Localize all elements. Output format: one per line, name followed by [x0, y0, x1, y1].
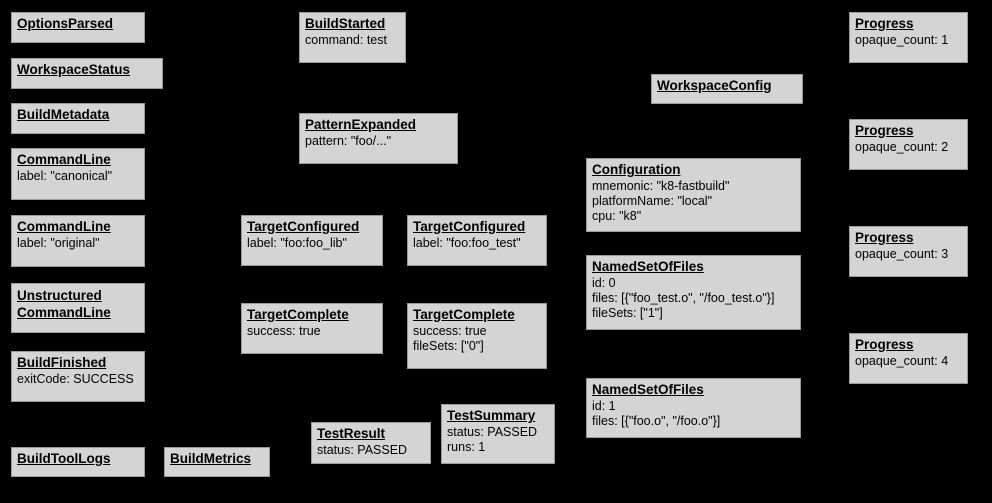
node-target-configured-test[interactable]: TargetConfigured label: "foo:foo_test" — [407, 215, 547, 266]
node-progress-3[interactable]: Progress opaque_count: 3 — [849, 226, 968, 277]
node-fields: label: "canonical" — [17, 169, 139, 184]
node-title: BuildFinished — [17, 355, 107, 370]
node-field: fileSets: ["1"] — [592, 306, 663, 320]
node-field: pattern: "foo/..." — [305, 134, 392, 148]
node-command-line-canonical[interactable]: CommandLine label: "canonical" — [11, 148, 145, 200]
node-field: files: [{"foo.o", "/foo.o"}] — [592, 414, 721, 428]
node-title: NamedSetOfFiles — [592, 259, 704, 274]
node-fields: opaque_count: 3 — [855, 247, 962, 262]
node-field: label: "canonical" — [17, 169, 113, 183]
node-workspace-status[interactable]: WorkspaceStatus — [11, 58, 163, 89]
node-field: success: true — [247, 324, 321, 338]
node-workspace-config[interactable]: WorkspaceConfig — [651, 74, 803, 104]
node-title: BuildMetadata — [17, 107, 110, 122]
node-pattern-expanded[interactable]: PatternExpanded pattern: "foo/..." — [299, 113, 458, 164]
node-title: TestResult — [317, 426, 386, 441]
node-title: CommandLine — [17, 219, 111, 234]
node-title: NamedSetOfFiles — [592, 382, 704, 397]
node-title: TargetConfigured — [247, 219, 360, 234]
node-fields: success: true — [247, 324, 377, 339]
node-field: status: PASSED — [317, 443, 408, 457]
node-unstructured-command-line[interactable]: Unstructured CommandLine — [11, 283, 145, 333]
node-build-started[interactable]: BuildStarted command: test — [299, 12, 406, 63]
node-fields: mnemonic: "k8-fastbuild"platformName: "l… — [592, 179, 795, 224]
node-options-parsed[interactable]: OptionsParsed — [11, 12, 145, 43]
node-field: id: 0 — [592, 276, 616, 290]
node-title: BuildMetrics — [170, 451, 252, 466]
node-fields: label: "original" — [17, 236, 139, 251]
node-field: opaque_count: 1 — [855, 33, 949, 47]
node-field: opaque_count: 2 — [855, 140, 949, 154]
node-field: label: "foo:foo_lib" — [247, 236, 347, 250]
node-title: BuildStarted — [305, 16, 386, 31]
node-fields: opaque_count: 1 — [855, 33, 962, 48]
node-title: Progress — [855, 337, 914, 352]
node-progress-4[interactable]: Progress opaque_count: 4 — [849, 333, 968, 384]
node-field: runs: 1 — [447, 440, 486, 454]
node-fields: label: "foo:foo_lib" — [247, 236, 377, 251]
node-field: success: true — [413, 324, 487, 338]
node-build-metrics[interactable]: BuildMetrics — [164, 447, 270, 477]
node-field: opaque_count: 4 — [855, 354, 949, 368]
node-title: Progress — [855, 123, 914, 138]
node-configuration[interactable]: Configuration mnemonic: "k8-fastbuild"pla… — [586, 158, 801, 232]
node-field: fileSets: ["0"] — [413, 339, 484, 353]
node-command-line-original[interactable]: CommandLine label: "original" — [11, 215, 145, 267]
node-fields: opaque_count: 2 — [855, 140, 962, 155]
node-build-finished[interactable]: BuildFinished exitCode: SUCCESS — [11, 351, 145, 402]
node-field: cpu: "k8" — [592, 209, 642, 223]
node-title: Configuration — [592, 162, 681, 177]
node-field: status: PASSED — [447, 425, 538, 439]
node-title: WorkspaceConfig — [657, 78, 772, 93]
node-title: WorkspaceStatus — [17, 62, 131, 77]
node-title: CommandLine — [17, 152, 111, 167]
node-field: opaque_count: 3 — [855, 247, 949, 261]
node-field: label: "original" — [17, 236, 100, 250]
node-fields: pattern: "foo/..." — [305, 134, 452, 149]
node-field: mnemonic: "k8-fastbuild" — [592, 179, 730, 193]
node-title: OptionsParsed — [17, 16, 114, 31]
node-title: TargetComplete — [413, 307, 515, 322]
node-fields: opaque_count: 4 — [855, 354, 962, 369]
node-build-metadata[interactable]: BuildMetadata — [11, 103, 145, 134]
node-fields: command: test — [305, 33, 400, 48]
node-build-tool-logs[interactable]: BuildToolLogs — [11, 447, 145, 477]
node-title: TestSummary — [447, 408, 536, 423]
node-title: Progress — [855, 230, 914, 245]
node-fields: exitCode: SUCCESS — [17, 372, 139, 387]
node-title: TargetConfigured — [413, 219, 526, 234]
node-title: BuildToolLogs — [17, 451, 111, 466]
node-field: label: "foo:foo_test" — [413, 236, 521, 250]
node-field: id: 1 — [592, 399, 616, 413]
node-title: Unstructured CommandLine — [17, 288, 111, 320]
node-field: command: test — [305, 33, 387, 47]
node-field: platformName: "local" — [592, 194, 713, 208]
node-field: exitCode: SUCCESS — [17, 372, 134, 386]
node-title: TargetComplete — [247, 307, 349, 322]
node-title: PatternExpanded — [305, 117, 417, 132]
node-title: Progress — [855, 16, 914, 31]
node-target-configured-lib[interactable]: TargetConfigured label: "foo:foo_lib" — [241, 215, 383, 266]
node-progress-1[interactable]: Progress opaque_count: 1 — [849, 12, 968, 63]
node-progress-2[interactable]: Progress opaque_count: 2 — [849, 119, 968, 170]
node-fields: status: PASSED — [317, 443, 425, 458]
node-test-result[interactable]: TestResult status: PASSED — [311, 422, 431, 464]
node-field: files: [{"foo_test.o", "/foo_test.o"}] — [592, 291, 775, 305]
node-fields: label: "foo:foo_test" — [413, 236, 541, 251]
node-target-complete-lib[interactable]: TargetComplete success: true — [241, 303, 383, 354]
